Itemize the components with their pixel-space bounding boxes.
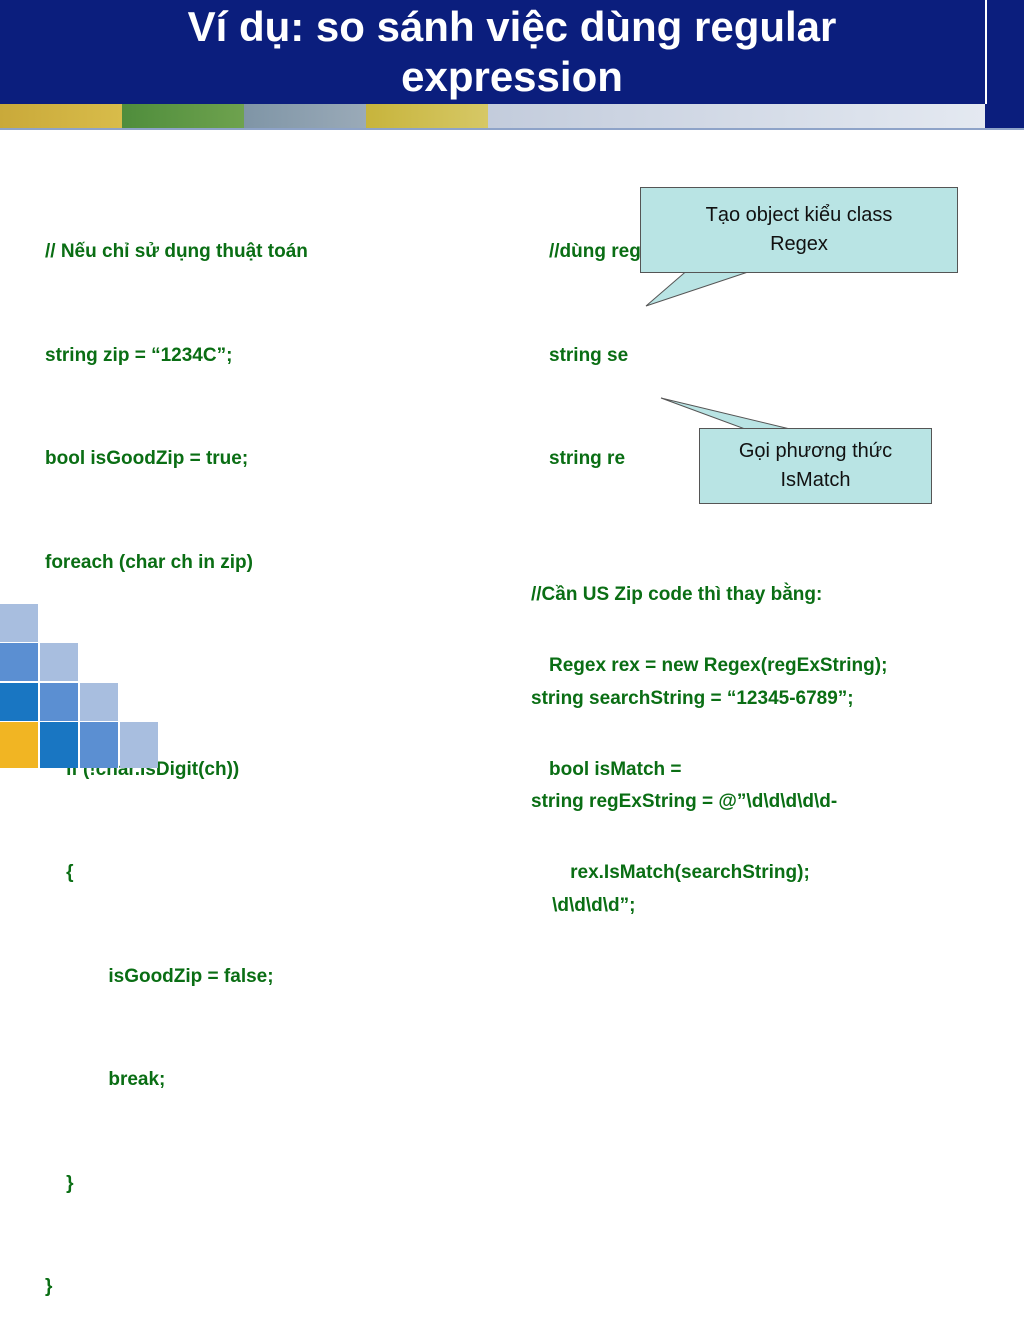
code-line: { bbox=[45, 862, 74, 883]
deco-square bbox=[40, 643, 78, 681]
deco-square bbox=[0, 604, 38, 642]
code-line: string re bbox=[549, 448, 626, 469]
title-bar-divider bbox=[985, 0, 987, 104]
callout-1-line-2: Regex bbox=[770, 233, 828, 255]
callout-ismatch-method: Gọi phương thức IsMatch bbox=[699, 428, 932, 504]
code-line: string regExString = @”\d\d\d\d\d- bbox=[531, 791, 838, 812]
code-line: string zip = “1234C”; bbox=[45, 344, 233, 366]
header-strip-green bbox=[122, 104, 244, 128]
header-underline bbox=[0, 128, 1024, 130]
deco-square bbox=[40, 722, 78, 768]
code-line: string searchString = “12345-6789”; bbox=[531, 687, 854, 709]
callout-2-pointer bbox=[660, 397, 791, 430]
deco-square bbox=[40, 683, 78, 721]
code-line: isGoodZip = false; bbox=[45, 965, 274, 987]
slide-title: Ví dụ: so sánh việc dùng regular express… bbox=[0, 0, 1024, 104]
deco-square bbox=[80, 683, 118, 721]
slide-title-line-1: Ví dụ: so sánh việc dùng regular bbox=[187, 3, 837, 50]
code-line: Regex rex = new Regex(regExString); bbox=[549, 655, 888, 676]
slide-title-line-2: expression bbox=[401, 53, 623, 100]
deco-square bbox=[0, 643, 38, 681]
callout-2-line-2: IsMatch bbox=[780, 469, 851, 491]
deco-square bbox=[0, 722, 38, 768]
callout-2-line-1: Gọi phương thức bbox=[738, 440, 893, 462]
deco-square bbox=[120, 722, 158, 768]
header-strip-gold bbox=[0, 104, 122, 128]
code-line: bool isGoodZip = true; bbox=[45, 448, 249, 469]
code-line: } bbox=[45, 1276, 53, 1297]
code-line: foreach (char ch in zip) bbox=[45, 551, 253, 573]
header-strip-gray bbox=[244, 104, 366, 128]
header-strip-olive bbox=[366, 104, 488, 128]
callout-1-pointer bbox=[645, 267, 761, 307]
header-strip-navy bbox=[985, 104, 1024, 128]
header-strip-light bbox=[488, 104, 985, 128]
deco-square bbox=[0, 683, 38, 721]
deco-square bbox=[80, 722, 118, 768]
callout-1-line-1: Tạo object kiểu class bbox=[705, 204, 893, 226]
code-line: // Nếu chỉ sử dụng thuật toán bbox=[45, 241, 308, 262]
callout-pointers bbox=[645, 267, 791, 430]
callout-regex-object: Tạo object kiểu class Regex bbox=[640, 187, 958, 273]
code-line: \d\d\d\d”; bbox=[531, 894, 636, 916]
code-line: //Cần US Zip code thì thay bằng: bbox=[531, 584, 823, 605]
code-line: } bbox=[45, 1172, 74, 1194]
code-line: break; bbox=[45, 1069, 166, 1090]
code-line: string se bbox=[549, 344, 629, 366]
title-bar bbox=[0, 0, 1024, 104]
